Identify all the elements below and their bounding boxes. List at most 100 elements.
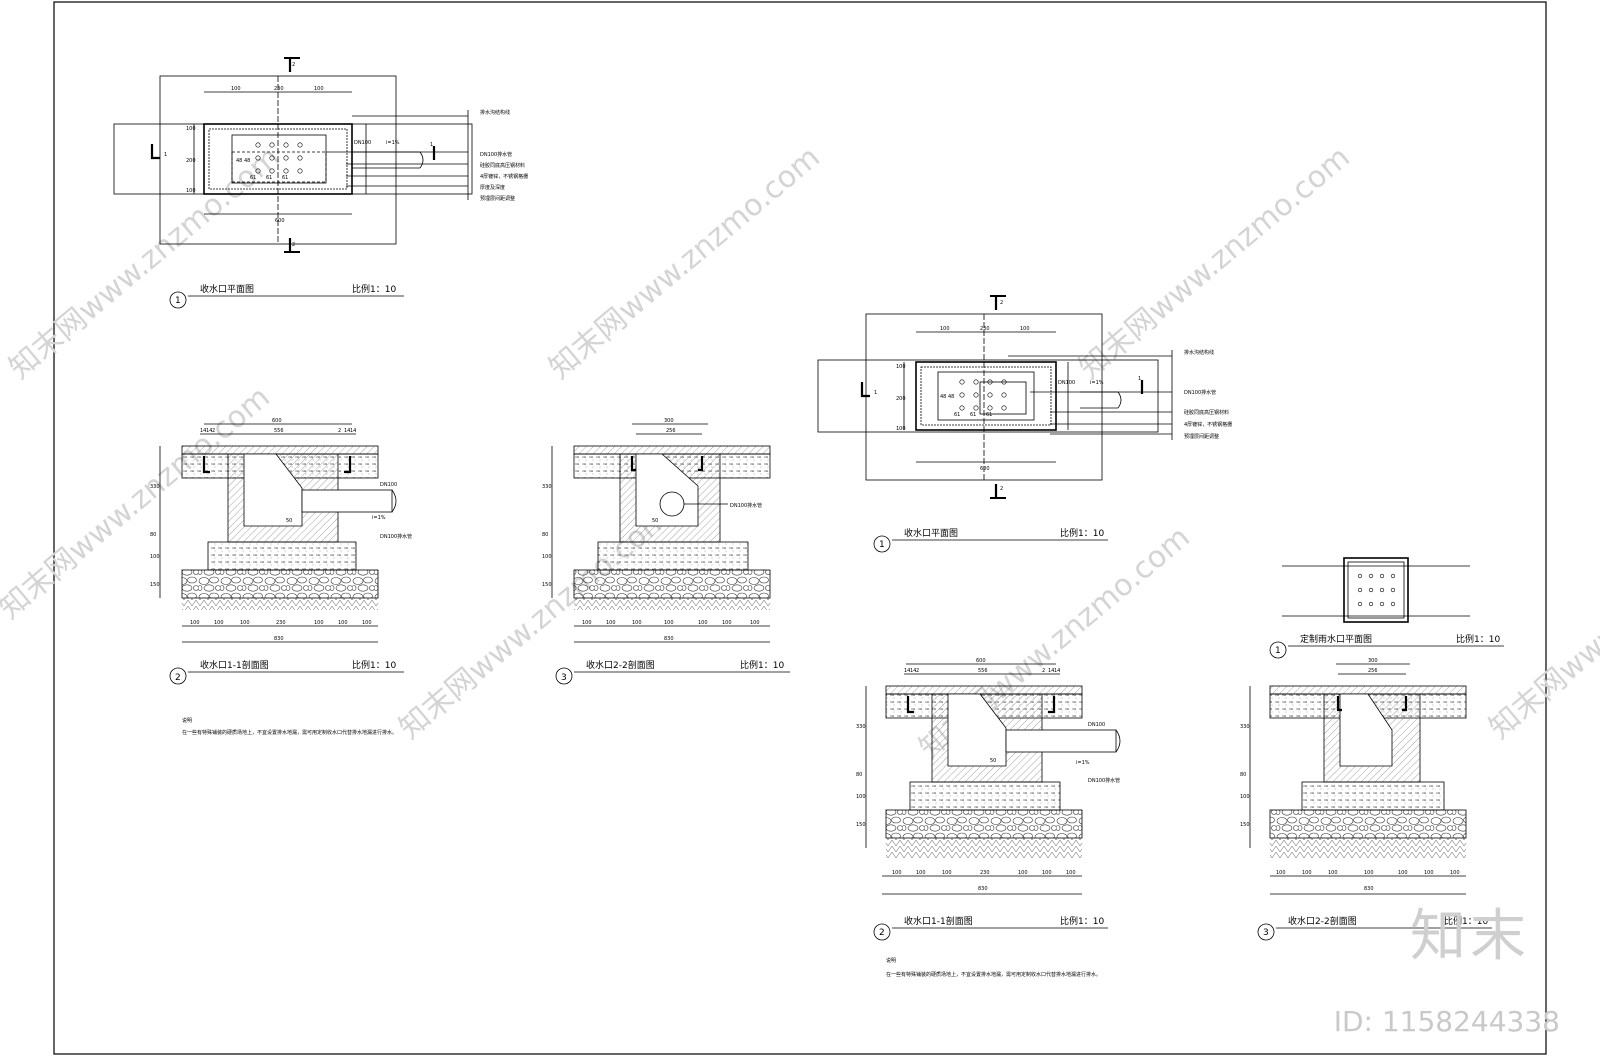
notes-heading: 说明 [886, 957, 896, 964]
dim-label: 100 [1328, 870, 1338, 876]
dim-label: 100 [664, 620, 674, 626]
section-mark-label: 1 [164, 152, 167, 158]
dim-label: 300 [1368, 658, 1378, 664]
dim-label: 100 [1364, 870, 1374, 876]
dim-label: 2 [916, 668, 919, 674]
notes-text: 在一些有特殊铺装的硬质场地上，不宜设置排水地漏，需可用定制收水口代替排水地漏进行… [886, 971, 1101, 978]
dim-label: 100 [150, 554, 160, 560]
view-scale: 比例1：10 [740, 659, 784, 671]
dim-label: 330 [542, 484, 552, 490]
dim-label: 14 [1048, 668, 1054, 674]
view-number: 2 [175, 673, 181, 683]
dim-label: 100 [1020, 326, 1030, 332]
view-title: 收水口平面图 [904, 527, 958, 539]
watermark-text: 知末网www.znzmo.com [1483, 500, 1600, 746]
sheet-border [53, 1, 1547, 1055]
view-title: 定制雨水口平面图 [1300, 633, 1372, 645]
left-plan-view [113, 57, 473, 309]
slope-label: i=1% [372, 515, 386, 521]
callout-text: 预埋层间距调整 [480, 195, 515, 202]
dim-label: 100 [1424, 870, 1434, 876]
hole-dim: 61 [266, 175, 272, 181]
hole-dim: 61 [970, 412, 976, 418]
view-title: 收水口2-2剖面图 [586, 659, 655, 671]
dim-label: 100 [542, 554, 552, 560]
dim-label: 100 [916, 870, 926, 876]
dim-label: 100 [186, 188, 196, 194]
watermark-brand: 知末 [1410, 904, 1530, 969]
right-grate-plan [1269, 557, 1504, 659]
dim-label: 100 [856, 794, 866, 800]
view-scale: 比例1：10 [1444, 915, 1488, 927]
dim-label: 100 [1240, 794, 1250, 800]
dim-label: 100 [722, 620, 732, 626]
dim-label: 150 [856, 822, 866, 828]
section-mark-label: 1 [1138, 376, 1141, 382]
dim-label: 300 [664, 418, 674, 424]
angle-label: 50 [652, 518, 658, 524]
notes-text: 在一些有特殊铺装的硬质场地上，不宜设置排水地漏，需可用定制收水口代替排水地漏进行… [182, 729, 397, 736]
view-number: 3 [561, 673, 567, 683]
watermark-id: ID: 1158244338 [1333, 1005, 1560, 1038]
dim-label: 2 [338, 428, 341, 434]
slope-label: i=1% [1090, 380, 1104, 386]
dim-label: 100 [896, 426, 906, 432]
callout-text: DN100排水管 [480, 151, 512, 158]
section-mark-label: 2 [292, 62, 295, 68]
dim-label: 100 [1276, 870, 1286, 876]
view-title: 收水口2-2剖面图 [1288, 915, 1357, 927]
callout-text: DN100排水管 [1184, 389, 1216, 396]
dim-label: 100 [892, 870, 902, 876]
callout-text: 排水沟结构线 [1184, 349, 1214, 356]
view-number: 1 [175, 296, 181, 306]
dim-label: 100 [186, 126, 196, 132]
callout-text: 硅胶同底高压钢材料 [480, 162, 525, 169]
dim-label: 14 [206, 428, 212, 434]
section-mark-label: 1 [874, 390, 877, 396]
dim-label: 100 [940, 326, 950, 332]
dim-label: 100 [362, 620, 372, 626]
slope-label: i=1% [1076, 760, 1090, 766]
pipe-label: DN100 [380, 482, 397, 488]
callout-text: 4厚镀锌，不锈钢格栅 [1184, 421, 1232, 428]
hole-side-dim: 48 48 [236, 158, 250, 164]
slope-label: i=1% [386, 140, 400, 146]
notes-heading: 说明 [182, 717, 192, 724]
left-section-1-1 [159, 423, 404, 685]
dim-label: 80 [1240, 772, 1246, 778]
dim-label: 100 [698, 620, 708, 626]
callout-text: 预埋层间距调整 [1184, 433, 1219, 440]
section-mark-label: 2 [292, 242, 295, 248]
view-number: 1 [879, 540, 885, 550]
dim-label: 230 [274, 86, 284, 92]
view-number: 2 [879, 928, 885, 938]
dim-label: 330 [150, 484, 160, 490]
dim-label: 100 [231, 86, 241, 92]
dim-label: 14 [344, 428, 350, 434]
dim-label: 100 [1042, 870, 1052, 876]
angle-label: 50 [286, 518, 292, 524]
dim-label: 150 [150, 582, 160, 588]
pipe-label: DN100 [1088, 722, 1105, 728]
hole-dim: 61 [250, 175, 256, 181]
watermark-text: 知末网www.znzmo.com [3, 140, 287, 386]
dim-label: 830 [664, 636, 674, 642]
pipe-label: DN100 [1058, 380, 1075, 386]
hole-dim: 61 [282, 175, 288, 181]
view-number: 3 [1263, 928, 1269, 938]
section-mark-label: 2 [1000, 300, 1003, 306]
dim-label: 14 [904, 668, 910, 674]
view-title: 收水口平面图 [200, 283, 254, 295]
dim-label: 100 [338, 620, 348, 626]
view-scale: 比例1：10 [1060, 527, 1104, 539]
hole-dim: 61 [986, 412, 992, 418]
callout-text: DN100排水管 [1088, 777, 1120, 784]
dim-label: 100 [1450, 870, 1460, 876]
dim-label: 100 [606, 620, 616, 626]
dim-label: 100 [632, 620, 642, 626]
dim-label: 600 [976, 658, 986, 664]
dim-label: 200 [186, 158, 196, 164]
dim-label: 100 [750, 620, 760, 626]
dim-label: 100 [1302, 870, 1312, 876]
